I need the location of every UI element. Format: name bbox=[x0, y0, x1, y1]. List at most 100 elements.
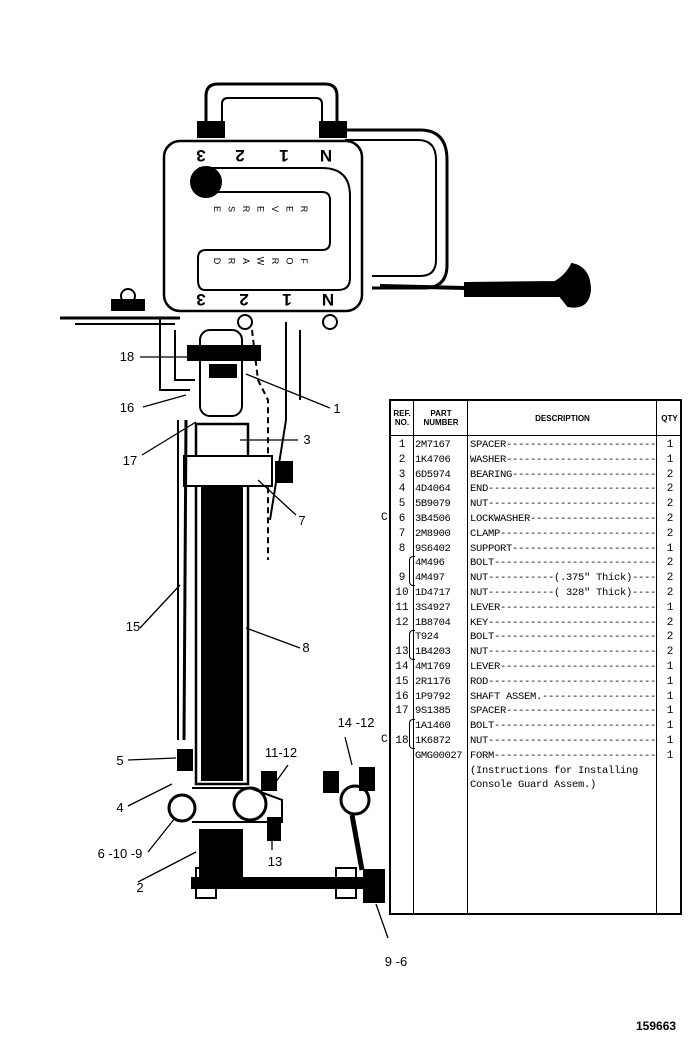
plate-letter: R bbox=[241, 206, 251, 213]
description-cell: SHAFT ASSEM.----------------------- bbox=[470, 690, 658, 703]
part-number-cell: 5B9079 bbox=[415, 498, 451, 511]
parts-rows: 12M7167SPACER---------------------------… bbox=[391, 438, 680, 793]
support-tube bbox=[194, 422, 250, 786]
description-cell: NUT-------------------------------- bbox=[470, 498, 658, 511]
header-part-number: PART NUMBER bbox=[423, 409, 459, 427]
table-row: 5 5B9079 NUT------------------------------… bbox=[391, 497, 680, 512]
ref-cell: 8 bbox=[398, 542, 406, 555]
qty-cell: 1 bbox=[666, 675, 674, 688]
table-row: 131B4203NUT-----------------------------… bbox=[391, 645, 680, 660]
description-cell: SPACER----------------------------- bbox=[470, 705, 658, 718]
table-row: 1A1460BOLT------------------------------… bbox=[391, 719, 680, 734]
callout-14-12: 14 -12 bbox=[338, 715, 375, 730]
part-number-cell: 1K6872 bbox=[415, 734, 451, 747]
description-cell: LOCKWASHER------------------------- bbox=[470, 512, 658, 525]
illustration-number: 159663 bbox=[636, 1019, 677, 1033]
plate-bottom-1: 1 bbox=[282, 290, 291, 309]
plate-letter: O bbox=[285, 257, 295, 264]
callout-6-10-9: 6 -10 -9 bbox=[98, 846, 143, 861]
qty-cell: 2 bbox=[666, 586, 674, 599]
qty-cell: 1 bbox=[666, 749, 674, 762]
ref-cell: 6 bbox=[398, 512, 406, 525]
lever-14 bbox=[339, 784, 371, 816]
table-row: 72M8900CLAMP----------------------------… bbox=[391, 527, 680, 542]
description-cell: Console Guard Assem.) bbox=[470, 779, 597, 792]
plate-letter: R bbox=[227, 258, 237, 265]
table-row: 12M7167SPACER---------------------------… bbox=[391, 438, 680, 453]
c-marker-18: C bbox=[381, 734, 388, 746]
description-cell: SUPPORT---------------------------- bbox=[470, 542, 658, 555]
part-number-cell: 4M496 bbox=[415, 557, 445, 570]
ref-cell: 3 bbox=[398, 468, 406, 481]
part-number-cell: 4M1769 bbox=[415, 660, 451, 673]
header-qty: QTY bbox=[661, 413, 678, 423]
ref-cell: 14 bbox=[395, 660, 409, 673]
shaft-clamp bbox=[199, 329, 243, 417]
qty-cell: 2 bbox=[666, 616, 674, 629]
callout-4: 4 bbox=[116, 800, 123, 815]
brace-13 bbox=[409, 630, 415, 660]
plate-top-1: 1 bbox=[279, 146, 288, 165]
brace-18 bbox=[409, 719, 415, 749]
description-cell: BEARING---------------------------- bbox=[470, 468, 658, 481]
callout-13: 13 bbox=[268, 854, 282, 869]
table-row: 6 3B4506 LOCKWASHER-----------------------… bbox=[391, 512, 680, 527]
handle bbox=[204, 82, 339, 135]
linkage bbox=[191, 877, 381, 889]
ref-cell: 16 bbox=[395, 690, 409, 703]
ref-cell: 5 bbox=[398, 498, 406, 511]
qty-cell: 1 bbox=[666, 690, 674, 703]
qty-cell: 2 bbox=[666, 557, 674, 570]
callout-18: 18 bbox=[120, 349, 134, 364]
ref-cell: 17 bbox=[395, 705, 409, 718]
qty-cell: 1 bbox=[666, 720, 674, 733]
qty-cell: 1 bbox=[666, 601, 674, 614]
callout-5: 5 bbox=[116, 753, 123, 768]
plate-bottom-n: N bbox=[322, 290, 334, 309]
plate-letter: F bbox=[299, 258, 309, 264]
rod bbox=[182, 419, 188, 741]
plate-letter: E bbox=[285, 206, 295, 212]
ref-cell: 4 bbox=[398, 483, 406, 496]
plate-top-2: 2 bbox=[235, 146, 244, 165]
table-row: GMG00027 FORM----------------------------… bbox=[391, 749, 680, 764]
callout-2: 2 bbox=[136, 880, 143, 895]
part-number-cell: 4M497 bbox=[415, 572, 445, 585]
qty-cell: 2 bbox=[666, 646, 674, 659]
plate-top-n: N bbox=[320, 146, 332, 165]
header-description: DESCRIPTION bbox=[535, 413, 590, 423]
table-row: 44D4064END------------------------------… bbox=[391, 482, 680, 497]
callout-7: 7 bbox=[298, 513, 305, 528]
parts-table-header: REF. NO. PART NUMBER DESCRIPTION QTY bbox=[391, 401, 680, 436]
table-row: 16 1P9792 SHAFT ASSEM.--------------------… bbox=[391, 690, 680, 705]
plate-letter: S bbox=[227, 206, 237, 212]
qty-cell: 2 bbox=[666, 498, 674, 511]
description-cell: FORM------------------------------- bbox=[470, 749, 658, 762]
plate-letter: A bbox=[241, 258, 251, 264]
part-number-cell: 3B4506 bbox=[415, 512, 451, 525]
brace-9 bbox=[409, 556, 415, 586]
ref-cell: 2 bbox=[398, 453, 406, 466]
description-cell: NUT-----------(.375" Thick)------- bbox=[470, 572, 658, 585]
qty-cell: 2 bbox=[666, 483, 674, 496]
description-cell: WASHER----------------------------- bbox=[470, 453, 658, 466]
part-number-cell: 1P9792 bbox=[415, 690, 451, 703]
table-row: 21K4706WASHER---------------------------… bbox=[391, 453, 680, 468]
ref-cell: 18 bbox=[395, 734, 409, 747]
table-row: 36D5974BEARING--------------------------… bbox=[391, 468, 680, 483]
guard-rod bbox=[345, 128, 449, 290]
callout-8: 8 bbox=[302, 640, 309, 655]
qty-cell: 2 bbox=[666, 527, 674, 540]
callout-1: 1 bbox=[333, 401, 340, 416]
table-row: 121B8704KEY-----------------------------… bbox=[391, 616, 680, 631]
callout-15: 15 bbox=[126, 619, 140, 634]
part-number-cell: 1B4203 bbox=[415, 646, 451, 659]
part-number-cell: 4D4064 bbox=[415, 483, 451, 496]
plate-letter: W bbox=[256, 257, 266, 266]
part-number-cell: GMG00027 bbox=[415, 749, 463, 762]
description-cell: NUT-----------( 328" Thick)------- bbox=[470, 586, 658, 599]
header-ref-no: REF. NO. bbox=[393, 409, 411, 427]
